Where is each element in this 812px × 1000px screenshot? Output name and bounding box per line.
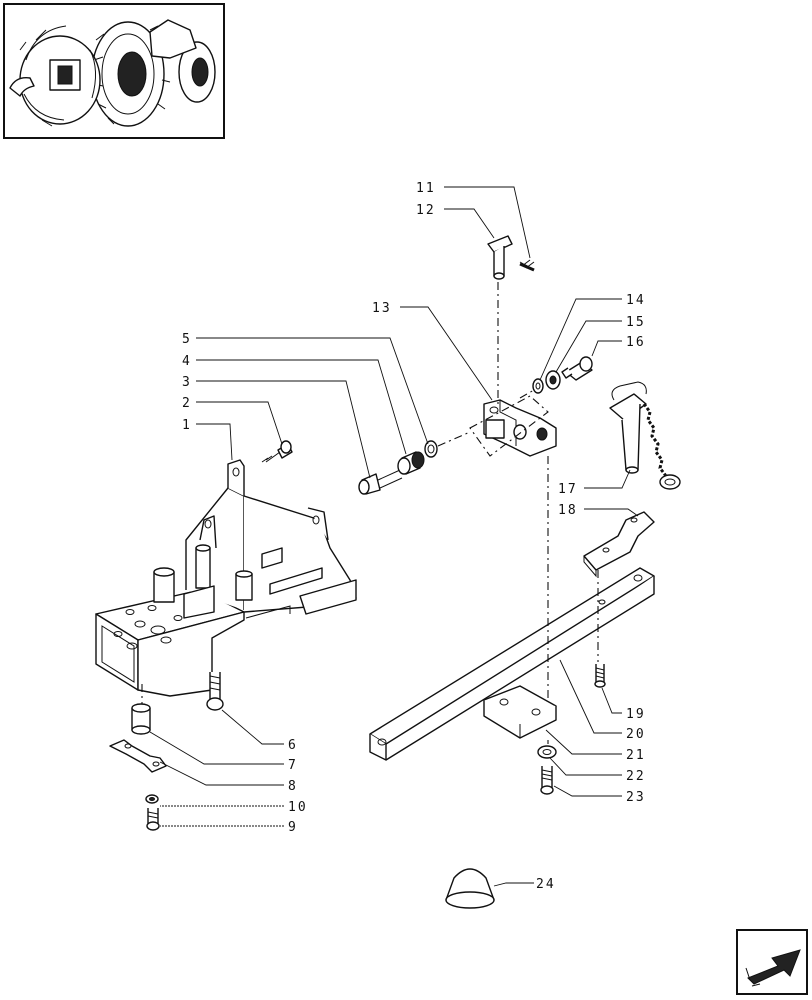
strap-18: [583, 511, 655, 578]
callout-17: 17: [558, 482, 578, 497]
washer-15: [545, 370, 561, 390]
callout-4: 4: [182, 354, 192, 369]
tractor-thumbnail-icon[interactable]: [3, 3, 225, 139]
callout-5: 5: [182, 332, 192, 347]
assembly-lines: [141, 282, 599, 744]
bolt-19: [594, 664, 606, 688]
bolt-23: [540, 766, 554, 795]
washer-22: [537, 745, 557, 759]
callout-24: 24: [536, 877, 556, 892]
washer-5: [424, 440, 438, 458]
callout-11: 11: [416, 181, 436, 196]
callouts: 1 2 3 4 5 6 7 8 9 10 11 12 13 14 15 16 1…: [182, 181, 646, 892]
callout-20: 20: [626, 727, 646, 742]
callout-8: 8: [288, 779, 298, 794]
pin-12: [487, 235, 513, 280]
bolt-9: [146, 808, 160, 831]
plate-8: [109, 739, 167, 773]
bolt-3: [358, 469, 403, 495]
guide-block-21: [483, 685, 557, 739]
callout-2: 2: [182, 396, 192, 411]
callout-15: 15: [626, 315, 646, 330]
washer-10: [145, 794, 159, 804]
clip-11: [519, 259, 535, 272]
drawbar-20: [369, 567, 655, 761]
callout-7: 7: [288, 758, 298, 773]
callout-18: 18: [558, 503, 578, 518]
hitch-pin-17: [609, 381, 681, 490]
cap-24: [445, 868, 495, 909]
bushing-7: [131, 703, 151, 735]
callout-10: 10: [288, 800, 308, 815]
callout-12: 12: [416, 203, 436, 218]
next-page-arrow-icon[interactable]: [736, 929, 808, 995]
hitch-bracket: [95, 459, 357, 697]
leader-lines: [149, 186, 639, 887]
hitch-block-13: [483, 399, 557, 457]
callout-19: 19: [626, 707, 646, 722]
callout-9: 9: [288, 820, 298, 835]
callout-3: 3: [182, 375, 192, 390]
callout-22: 22: [626, 769, 646, 784]
callout-1: 1: [182, 418, 192, 433]
bolt-2: [261, 440, 293, 463]
callout-6: 6: [288, 738, 298, 753]
callout-13: 13: [372, 301, 392, 316]
spacer-4: [397, 451, 425, 475]
callout-23: 23: [626, 790, 646, 805]
callout-16: 16: [626, 335, 646, 350]
washer-14: [532, 378, 544, 394]
pin-16: [561, 356, 593, 381]
bolt-6: [206, 672, 224, 711]
callout-21: 21: [626, 748, 646, 763]
callout-14: 14: [626, 293, 646, 308]
